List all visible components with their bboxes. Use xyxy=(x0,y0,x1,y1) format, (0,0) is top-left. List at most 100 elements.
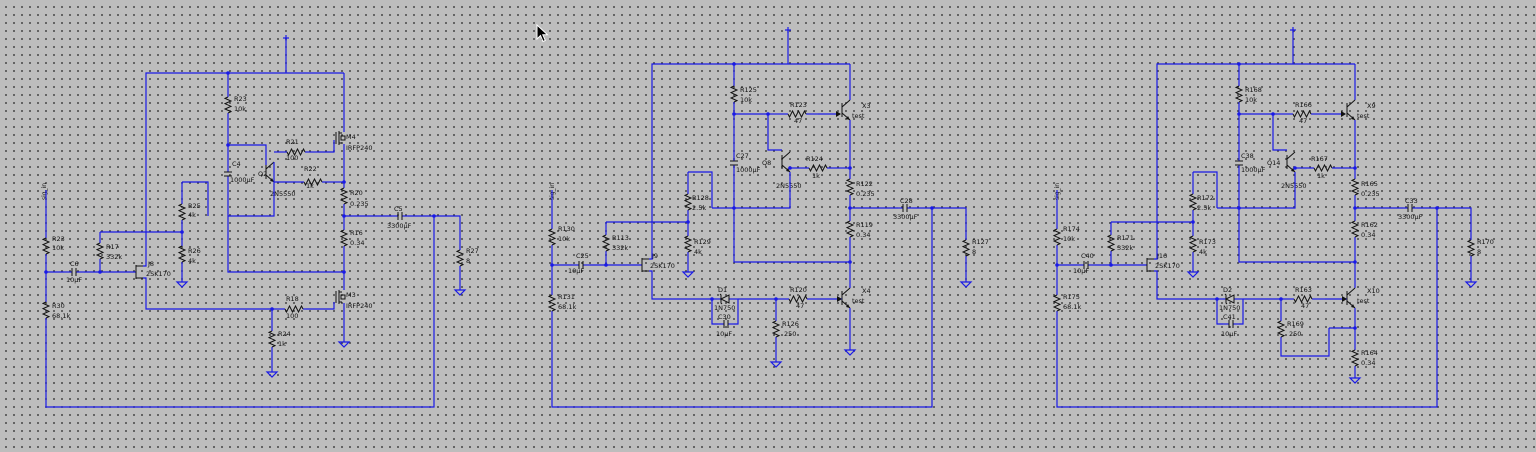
junction-dot xyxy=(1109,263,1113,267)
wire xyxy=(767,114,782,151)
junction-dot xyxy=(1353,260,1357,264)
component-label: 10k xyxy=(52,244,64,252)
component-label: 100 xyxy=(286,154,298,162)
component-label: C40 xyxy=(1081,252,1094,260)
component-label: 10µF xyxy=(1073,267,1089,275)
resistor-symbol xyxy=(771,320,781,338)
component-label: M4 xyxy=(346,133,356,141)
transistor-symbol xyxy=(846,116,850,120)
resistor-symbol xyxy=(1466,239,1476,257)
resistor-symbol xyxy=(267,330,277,348)
resistor-symbol xyxy=(845,220,855,238)
resistor-symbol xyxy=(1350,349,1360,367)
component-label: D2 xyxy=(1223,286,1232,294)
component-label: 68.1k xyxy=(558,303,576,311)
wire xyxy=(182,181,209,216)
component-label: 10k xyxy=(558,235,570,243)
zener-diode-symbol xyxy=(1224,294,1235,304)
resistor-symbol xyxy=(286,147,306,157)
component-label: R119 xyxy=(856,221,873,229)
resistor-symbol xyxy=(1052,294,1062,312)
resistor-symbol xyxy=(547,294,557,312)
component-label: C30 xyxy=(718,313,731,321)
component-label: 1000µF xyxy=(736,166,761,174)
transistor-symbol xyxy=(1351,304,1355,308)
component-label: 8 xyxy=(466,257,470,265)
component-label: 4k xyxy=(188,211,196,219)
junction-dot xyxy=(930,206,934,210)
component-label: IRFP240 xyxy=(346,144,373,152)
component-label: R175 xyxy=(1063,293,1080,301)
resistor-symbol xyxy=(1052,228,1062,246)
component-label: C33 xyxy=(1405,197,1418,205)
junction-dot xyxy=(732,62,736,66)
component-label: J16 xyxy=(1156,252,1167,260)
component-label: R131 xyxy=(558,293,575,301)
junction-dot xyxy=(98,270,102,274)
component-label: R30 xyxy=(52,302,65,310)
component-label: X9 xyxy=(1367,102,1376,110)
wire xyxy=(1154,63,1355,260)
resistor-symbol xyxy=(1292,109,1312,119)
component-label: R125 xyxy=(740,86,757,94)
component-label: R166 xyxy=(1295,101,1312,109)
junction-dot xyxy=(44,270,48,274)
component-label: 2N5550 xyxy=(776,182,802,190)
component-label: X4 xyxy=(862,287,871,295)
transistor-symbol xyxy=(786,168,790,172)
component-label: R17 xyxy=(106,243,119,251)
component-label: C38 xyxy=(1241,152,1254,160)
wire xyxy=(734,299,739,325)
ground-symbol xyxy=(337,341,351,348)
resistor-symbol xyxy=(788,294,808,304)
component-label: 250 xyxy=(784,330,796,338)
component-label: 1k xyxy=(1317,172,1325,180)
component-label: 2.5k xyxy=(1197,204,1211,212)
junction-dot xyxy=(604,263,608,267)
component-label: 47 xyxy=(1299,117,1307,125)
resistor-symbol xyxy=(547,228,557,246)
wire xyxy=(1280,328,1330,357)
component-label: C41 xyxy=(1223,313,1236,321)
wire xyxy=(1272,114,1287,151)
arrow-symbol xyxy=(836,111,841,117)
transistor-symbol xyxy=(1351,116,1355,120)
ground-symbol xyxy=(1464,281,1478,288)
component-label: test xyxy=(1357,112,1370,120)
component-label: R25 xyxy=(188,202,201,210)
component-label: R163 xyxy=(1295,286,1312,294)
zener-diode-symbol xyxy=(719,294,730,304)
resistor-symbol xyxy=(683,235,693,253)
resistor-symbol xyxy=(339,187,349,205)
junction-dot xyxy=(342,270,346,274)
component-label: test xyxy=(1357,297,1370,305)
component-label: M3 xyxy=(346,291,356,299)
component-label: 332k xyxy=(1117,244,1133,252)
ground-symbol xyxy=(959,281,973,288)
wire xyxy=(1239,299,1244,325)
component-label: 0.34 xyxy=(1361,231,1375,239)
component-label: 332k xyxy=(106,253,122,261)
component-label: 47 xyxy=(794,117,802,125)
component-label: R16 xyxy=(350,229,363,237)
wire xyxy=(1154,270,1217,300)
component-label: C4 xyxy=(232,160,241,168)
component-label: 4k xyxy=(1199,248,1207,256)
wire xyxy=(912,207,967,238)
resistor-symbol xyxy=(1106,234,1116,252)
ground-symbol xyxy=(175,281,189,288)
resistor-symbol xyxy=(41,301,51,319)
component-label: C27 xyxy=(736,152,749,160)
resistor-symbol xyxy=(601,234,611,252)
wire xyxy=(306,302,335,310)
component-label: 250 xyxy=(1289,330,1301,338)
component-label: 10µF xyxy=(568,267,584,275)
component-label: R124 xyxy=(806,155,823,163)
junction-dot xyxy=(1237,206,1241,210)
resistor-symbol xyxy=(845,178,855,196)
wire xyxy=(1193,171,1218,208)
component-label: IRFP240 xyxy=(346,302,373,310)
component-label: R123 xyxy=(790,101,807,109)
component-label: test xyxy=(852,297,865,305)
